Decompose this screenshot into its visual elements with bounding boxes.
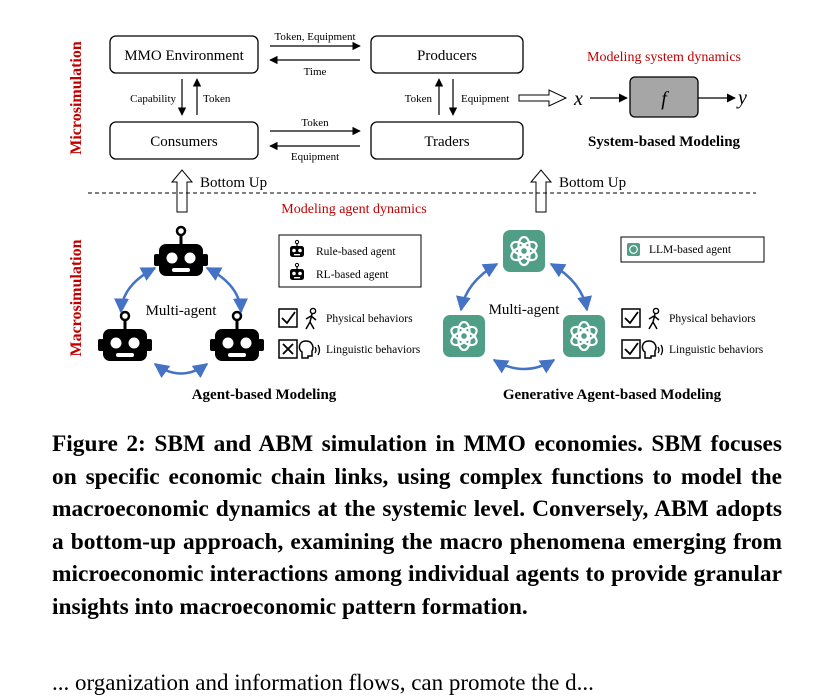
behavior-physical-right: Physical behaviors — [621, 307, 756, 330]
multi-agent-label-right: Multi-agent — [489, 302, 561, 318]
box-producers-label: Producers — [417, 48, 477, 64]
check-mark-icon — [624, 342, 639, 356]
robot-agent-left — [96, 310, 154, 363]
system-input-x: x — [573, 88, 583, 110]
llm-agent-top — [501, 228, 547, 274]
cross-mark-icon — [282, 343, 294, 355]
interaction-arrow-top-left-gen — [455, 262, 499, 312]
box-traders: Traders — [370, 121, 524, 160]
behavior-physical-label-right: Physical behaviors — [669, 313, 756, 325]
llm-legend-icon — [627, 243, 640, 256]
side-label-micro: Microsimulation — [68, 41, 85, 155]
interaction-arrow-bottom — [153, 362, 209, 379]
box-mmo-label: MMO Environment — [124, 48, 244, 64]
agent-dynamics-heading: Modeling agent dynamics — [281, 202, 426, 217]
walker-icon — [305, 307, 317, 330]
interaction-arrow-top-right-gen — [549, 262, 593, 312]
legend-right: LLM-based agent — [620, 236, 765, 263]
speaker-icon — [298, 340, 321, 359]
bottom-up-label-left: Bottom Up — [200, 175, 267, 191]
speaker-icon — [641, 340, 664, 359]
legend-left: Rule-based agent RL-based agent — [278, 234, 422, 288]
interaction-arrow-top-right — [205, 266, 248, 314]
box-consumers: Consumers — [109, 121, 259, 160]
robot-agent-right — [208, 310, 266, 363]
system-heading: Modeling system dynamics — [587, 50, 741, 65]
behavior-linguistic-label-left: Linguistic behaviors — [326, 344, 421, 356]
check-mark-icon — [624, 311, 639, 325]
walker-icon — [648, 307, 660, 330]
behavior-linguistic-right: Linguistic behaviors — [621, 339, 764, 359]
box-consumers-label: Consumers — [150, 134, 218, 150]
behavior-linguistic-label-right: Linguistic behaviors — [669, 344, 764, 356]
behavior-physical-left: Physical behaviors — [278, 307, 413, 330]
behavior-linguistic-left: Linguistic behaviors — [278, 339, 421, 359]
edge-label-equipment-bottom: Equipment — [291, 151, 339, 163]
edge-label-token-right: Token — [405, 93, 433, 105]
system-caption: System-based Modeling — [588, 134, 741, 150]
edge-label-capability: Capability — [130, 93, 176, 105]
multi-agent-label-left: Multi-agent — [146, 303, 218, 319]
interaction-arrow-top-left — [114, 266, 157, 314]
edge-label-token-equipment: Token, Equipment — [274, 31, 355, 43]
edge-label-time: Time — [304, 66, 327, 78]
edge-label-token-bottom: Token — [301, 117, 329, 129]
function-box — [629, 76, 699, 118]
check-mark-icon — [281, 311, 296, 325]
body-text-fragment: ... organization and information flows, … — [52, 670, 594, 695]
abm-caption: Agent-based Modeling — [192, 387, 337, 403]
hollow-arrow-to-system — [518, 89, 568, 107]
bottom-up-arrow-left — [170, 169, 194, 213]
checkbox-checked — [278, 308, 298, 328]
legend-rl-based: RL-based agent — [316, 269, 389, 281]
box-traders-label: Traders — [424, 134, 469, 150]
system-output-y: y — [736, 87, 747, 109]
checkbox-checked — [621, 308, 641, 328]
bottom-up-label-right: Bottom Up — [559, 175, 626, 191]
figure-caption: Figure 2: SBM and ABM simulation in MMO … — [52, 431, 782, 620]
gabm-caption: Generative Agent-based Modeling — [503, 387, 722, 403]
side-label-macro: Macrosimulation — [68, 239, 85, 356]
robot-agent-top — [152, 225, 210, 278]
bottom-up-arrow-right — [529, 169, 553, 213]
edge-label-token-left: Token — [203, 93, 231, 105]
legend-llm-based: LLM-based agent — [649, 244, 732, 256]
checkbox-checked — [621, 339, 641, 359]
legend-rule-based: Rule-based agent — [316, 246, 396, 258]
llm-agent-left — [441, 313, 487, 359]
box-mmo-environment: MMO Environment — [109, 35, 259, 74]
figure-diagram: Microsimulation Macrosimulation MMO Envi… — [68, 31, 765, 403]
function-f: f — [661, 88, 669, 110]
edge-label-equipment-right: Equipment — [461, 93, 509, 105]
interaction-arrow-bottom-gen — [492, 358, 556, 374]
llm-agent-right — [561, 313, 607, 359]
box-producers: Producers — [370, 35, 524, 74]
behavior-physical-label-left: Physical behaviors — [326, 313, 413, 325]
